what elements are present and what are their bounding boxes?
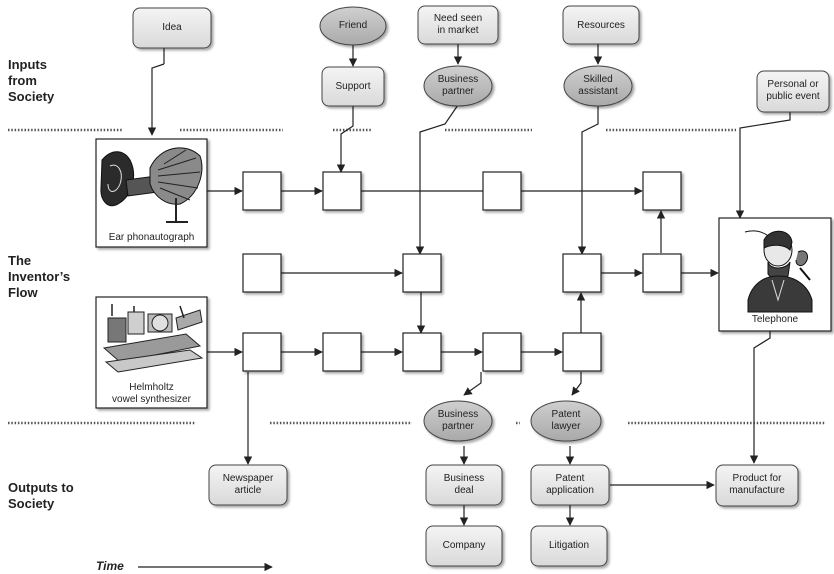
- row-label-flow: The Inventor’s Flow: [8, 253, 71, 300]
- connector: [577, 105, 599, 255]
- step-box: [562, 253, 602, 293]
- rounded-boxes: [132, 5, 830, 567]
- box-business-deal: [425, 464, 503, 506]
- step-box: [242, 171, 282, 211]
- box-support: [321, 66, 385, 107]
- box-litigation: [530, 525, 608, 567]
- row-label-inputs: Inputs from Society: [8, 57, 55, 104]
- telephone-illustration: [744, 230, 813, 313]
- step-box: [642, 171, 682, 211]
- oval-skilled-assistant: [563, 65, 633, 107]
- step-box: [322, 171, 362, 211]
- step-boxes: [242, 171, 682, 372]
- oval-friend: [319, 6, 387, 46]
- step-box: [322, 332, 362, 372]
- connector: [463, 372, 482, 396]
- oval-business-partner-output: [423, 400, 493, 442]
- connector: [336, 106, 354, 173]
- step-box: [402, 253, 442, 293]
- ovals: [319, 6, 633, 442]
- box-resources: [562, 5, 640, 45]
- box-product: [715, 464, 799, 507]
- box-company: [425, 525, 503, 567]
- step-box: [402, 332, 442, 372]
- connector: [735, 112, 791, 219]
- step-box: [242, 332, 282, 372]
- helmholtz-illustration: [102, 304, 204, 373]
- step-box: [242, 253, 282, 293]
- oval-patent-lawyer: [530, 400, 602, 442]
- step-box: [482, 171, 522, 211]
- connector: [571, 372, 582, 396]
- box-newspaper-article: [208, 464, 288, 506]
- row-separators: [8, 128, 826, 425]
- box-patent-application: [530, 464, 610, 506]
- step-box: [482, 332, 522, 372]
- connectors: [138, 43, 791, 572]
- connector: [749, 331, 771, 464]
- step-box: [562, 332, 602, 372]
- time-label: Time: [96, 559, 124, 573]
- connector: [415, 104, 459, 255]
- oval-business-partner-input: [423, 65, 493, 107]
- box-need-seen: [417, 5, 499, 45]
- row-label-outputs: Outputs to Society: [8, 480, 74, 511]
- box-idea: [132, 7, 212, 49]
- ear-phonautograph-illustration: [100, 147, 203, 223]
- connector: [147, 63, 165, 136]
- step-box: [642, 253, 682, 293]
- box-personal-event: [756, 70, 830, 113]
